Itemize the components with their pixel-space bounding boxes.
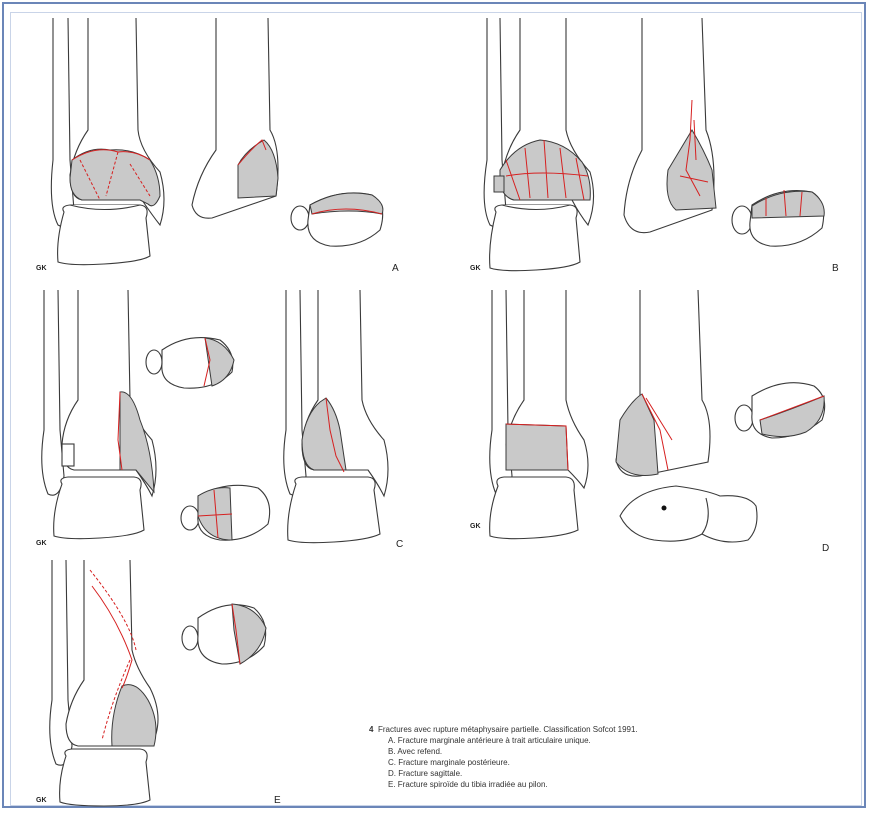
caption-title: Fractures avec rupture métaphysaire part… xyxy=(378,724,808,735)
caption-item-d: D. Fracture sagittale. xyxy=(378,768,808,779)
panel-b-axial-fibula xyxy=(732,206,752,234)
panel-a-talus xyxy=(58,205,150,265)
caption-item-b: B. Avec refend. xyxy=(378,746,808,757)
panel-c-right-fibula xyxy=(284,290,306,495)
panel-b-fibula xyxy=(484,18,506,227)
panel-d-letter: D xyxy=(822,543,829,554)
panel-c-left-fibula xyxy=(42,290,64,495)
caption-item-c: C. Fracture marginale postérieure. xyxy=(378,757,808,768)
caption-item-a: A. Fracture marginale antérieure à trait… xyxy=(378,735,808,746)
panel-d-foot xyxy=(620,486,757,542)
panel-c-left-talus xyxy=(54,477,144,539)
figure-caption: 4 Fractures avec rupture métaphysaire pa… xyxy=(378,724,808,790)
panel-e-letter: E xyxy=(274,795,281,806)
caption-item-e: E. Fracture spiroïde du tibia irradiée a… xyxy=(378,779,808,790)
panel-a-side-label: GK xyxy=(36,265,47,272)
panel-c-side-label: GK xyxy=(36,540,47,547)
panel-b-talus xyxy=(490,205,580,271)
panel-a-fibula xyxy=(51,18,74,227)
panel-b-side-label: GK xyxy=(470,265,481,272)
panel-c-letter: C xyxy=(396,539,403,550)
caption-number: 4 xyxy=(369,724,373,735)
panel-a-axial-fibula xyxy=(291,206,309,230)
panel-e-talus xyxy=(60,749,150,806)
panel-d xyxy=(490,290,825,542)
panel-e xyxy=(50,560,266,806)
panel-a xyxy=(51,18,383,265)
panel-d-fragment xyxy=(506,424,568,470)
panel-e-side-label: GK xyxy=(36,797,47,804)
panel-b-letter: B xyxy=(832,263,839,274)
panel-d-talus xyxy=(490,477,578,539)
panel-a-letter: A xyxy=(392,263,399,274)
panel-c xyxy=(42,290,388,543)
panel-d-side-label: GK xyxy=(470,523,481,530)
panel-c-right-talus xyxy=(288,477,380,543)
panel-b xyxy=(484,18,824,271)
